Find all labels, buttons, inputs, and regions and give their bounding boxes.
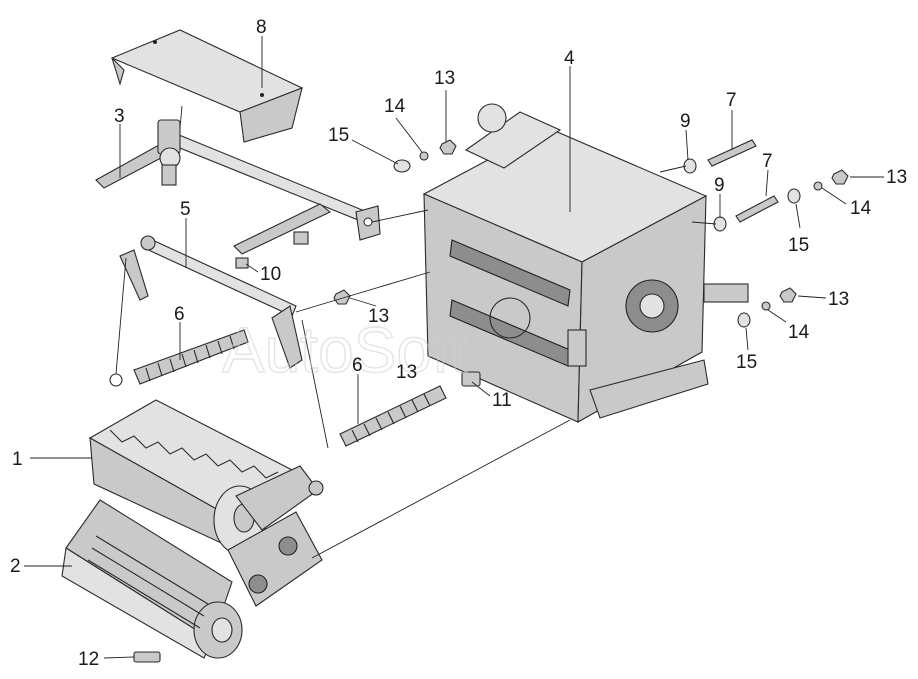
callout-4: 4 (564, 48, 575, 69)
callout-6-left: 6 (174, 304, 185, 325)
callout-14-right: 14 (850, 198, 872, 219)
callout-9-top: 9 (680, 111, 691, 132)
callout-15-top: 15 (328, 125, 349, 146)
callout-3: 3 (114, 106, 125, 127)
part-bolt-12 (133, 651, 161, 663)
part-washers-15 (393, 159, 801, 328)
part-shaft-levers (95, 119, 381, 255)
part-spring-left (109, 329, 249, 387)
part-main-housing (422, 103, 749, 423)
callout-15-lower: 15 (736, 352, 757, 373)
part-roller-lower (61, 499, 323, 659)
callout-14-top: 14 (384, 96, 406, 117)
part-tensioner-shaft (119, 235, 303, 369)
part-bolt-10 (235, 257, 249, 269)
part-nuts-13 (333, 139, 849, 305)
callout-5: 5 (180, 199, 191, 220)
watermark-text: AutoSoft (222, 314, 468, 386)
callout-8: 8 (256, 17, 267, 38)
part-spring-right (339, 385, 447, 447)
callout-13-right-mid: 13 (828, 289, 849, 310)
callout-1: 1 (12, 449, 23, 470)
callout-13-top: 13 (434, 68, 455, 89)
callout-14-lower: 14 (788, 322, 810, 343)
callout-13-left: 13 (368, 306, 389, 327)
callout-11: 11 (492, 390, 512, 411)
part-cover-plate (110, 29, 304, 143)
callout-6-right: 6 (352, 355, 363, 376)
assembly-lines (115, 105, 717, 559)
callout-7-bottom: 7 (762, 151, 773, 172)
part-roller-upper (88, 399, 324, 555)
part-bolts-7 (707, 139, 779, 223)
callout-13-right-top: 13 (886, 167, 907, 188)
callout-2: 2 (10, 556, 21, 577)
part-bolt-11 (461, 371, 481, 387)
callout-13-lower: 13 (396, 362, 417, 383)
callout-10: 10 (260, 264, 281, 285)
callout-15-right: 15 (788, 235, 809, 256)
callout-12: 12 (78, 649, 99, 670)
callout-9-bottom: 9 (714, 175, 725, 196)
callout-7-top: 7 (726, 90, 737, 111)
part-washers-14 (419, 151, 823, 311)
callout-labels: 8 3 4 5 6 6 7 7 9 9 10 11 12 1 2 13 13 1… (10, 17, 907, 670)
callout-leaders (24, 36, 884, 659)
